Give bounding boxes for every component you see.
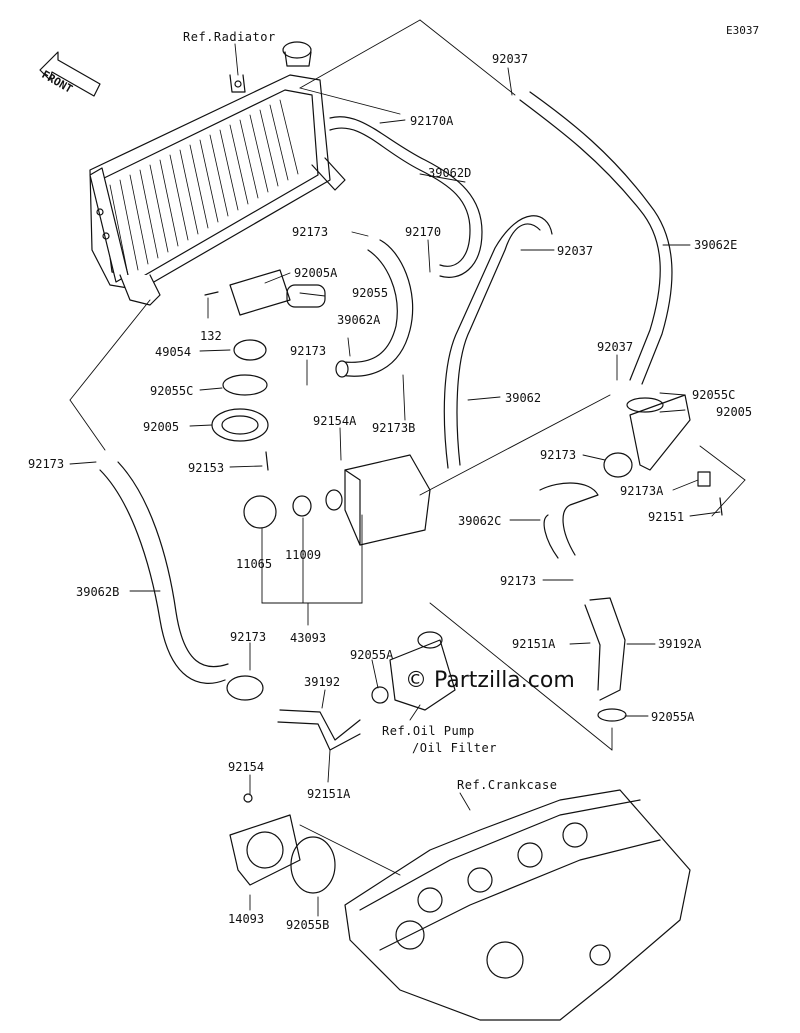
front-arrow-icon: [39, 51, 101, 97]
part-92151A-right: 92151A: [512, 637, 556, 651]
hose-39192A: [584, 597, 626, 701]
watermark: © Partzilla.com: [405, 668, 575, 693]
part-11065: 11065: [236, 557, 273, 571]
part-92005-right: 92005: [716, 405, 753, 419]
part-92173-c: 92173: [540, 448, 577, 462]
ref-oil-pump-line1: Ref.Oil Pump: [382, 724, 475, 738]
part-92151A-bottom: 92151A: [307, 787, 351, 801]
part-92005A: 92005A: [294, 266, 338, 280]
part-11009: 11009: [285, 548, 322, 562]
part-92037-top: 92037: [492, 52, 529, 66]
part-49054: 49054: [155, 345, 192, 359]
reservoir-tank: [243, 454, 431, 546]
part-92037-mid: 92037: [557, 244, 594, 258]
part-92173-a: 92173: [292, 225, 329, 239]
part-39062B: 39062B: [76, 585, 120, 599]
part-39062C: 39062C: [458, 514, 502, 528]
part-92170: 92170: [405, 225, 442, 239]
part-92055: 92055: [352, 286, 389, 300]
part-92154A: 92154A: [313, 414, 357, 428]
hose-39062D: [329, 116, 483, 278]
part-14093: 14093: [228, 912, 265, 926]
part-92055A-right: 92055A: [651, 710, 695, 724]
part-92173-d: 92173: [500, 574, 537, 588]
part-92173-b: 92173: [290, 344, 327, 358]
water-pump: [226, 631, 627, 722]
leader-lines: [69, 19, 746, 917]
part-43093: 43093: [290, 631, 327, 645]
pump-cover-14093: [229, 793, 336, 894]
part-92055C-right: 92055C: [692, 388, 736, 402]
part-39062D: 39062D: [428, 166, 472, 180]
crankcase-drawing: [344, 789, 691, 1021]
housing-92005: [603, 394, 723, 516]
hose-39062A: [335, 239, 414, 378]
part-39192A: 39192A: [658, 637, 702, 651]
radiator-drawing: [89, 41, 346, 306]
hose-39062: [443, 215, 553, 469]
thermostat-assembly: [204, 269, 326, 471]
ref-oil-pump-line2: /Oil Filter: [412, 741, 497, 755]
part-39192: 39192: [304, 675, 341, 689]
part-92154: 92154: [228, 760, 265, 774]
part-92173-e: 92173: [230, 630, 267, 644]
part-92170A: 92170A: [410, 114, 454, 128]
hose-39192: [277, 709, 361, 751]
part-39062A: 39062A: [337, 313, 381, 327]
part-92055A-left: 92055A: [350, 648, 394, 662]
part-92037-right: 92037: [597, 340, 634, 354]
part-92055B: 92055B: [286, 918, 330, 932]
part-92173-left: 92173: [28, 457, 65, 471]
part-92173A: 92173A: [620, 484, 664, 498]
part-132: 132: [200, 329, 222, 343]
diagram-code: E3037: [726, 24, 760, 37]
ref-radiator: Ref.Radiator: [183, 30, 276, 44]
ref-crankcase: Ref.Crankcase: [457, 778, 558, 792]
part-39062E: 39062E: [694, 238, 738, 252]
part-92151: 92151: [648, 510, 685, 524]
part-92055C-left: 92055C: [150, 384, 194, 398]
hose-39062E: [519, 91, 673, 385]
part-39062: 39062: [505, 391, 542, 405]
hose-39062B: [99, 461, 229, 684]
part-92153: 92153: [188, 461, 225, 475]
hose-39062C: [539, 482, 599, 559]
part-92173B: 92173B: [372, 421, 416, 435]
part-92005-left: 92005: [143, 420, 180, 434]
